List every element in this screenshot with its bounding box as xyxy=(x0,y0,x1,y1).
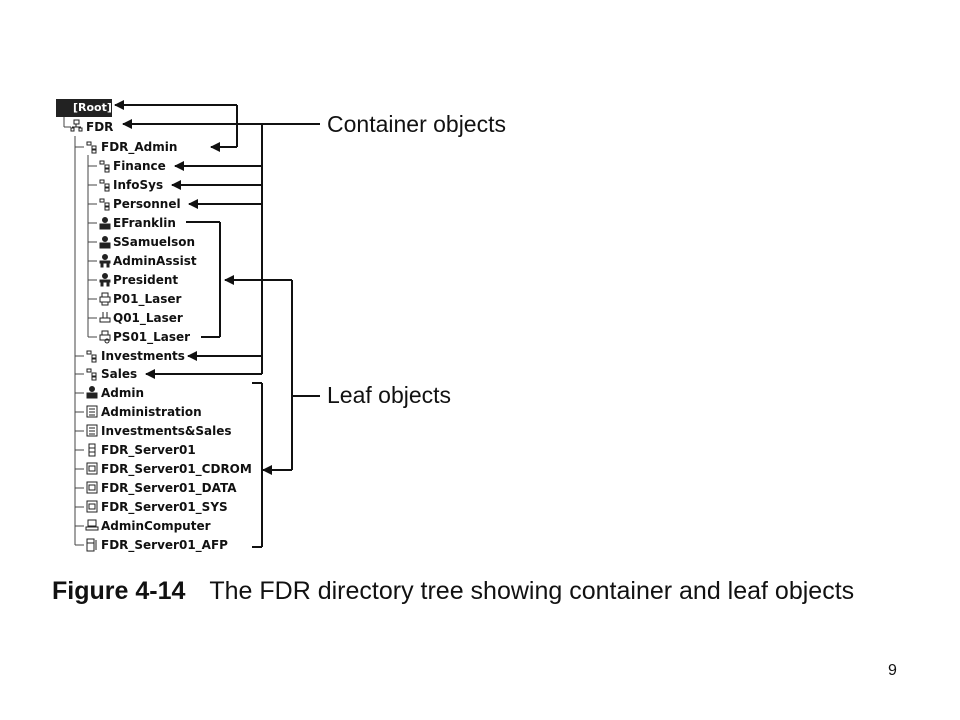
tree-item-fdr-admin: FDR_Admin xyxy=(101,140,178,154)
volume-icon xyxy=(86,481,98,494)
user-icon xyxy=(99,236,111,249)
tree-item-fdr-server01-data: FDR_Server01_DATA xyxy=(101,481,237,495)
tree-item-p01-laser: P01_Laser xyxy=(113,292,182,306)
figure-caption-text: The FDR directory tree showing container… xyxy=(209,577,855,605)
org-unit-icon xyxy=(86,350,97,363)
volume-icon xyxy=(86,500,98,513)
tree-item-finance: Finance xyxy=(113,159,166,173)
figure-caption: Figure 4-14 The FDR directory tree showin… xyxy=(52,577,854,606)
print-queue-icon xyxy=(99,312,111,323)
group-icon xyxy=(86,424,98,437)
tree-item-fdr: FDR xyxy=(86,120,114,134)
tree-item-fdr-server01-afp: FDR_Server01_AFP xyxy=(101,538,228,552)
tree-item-admin: Admin xyxy=(101,386,145,400)
user-icon xyxy=(99,217,111,230)
org-unit-icon xyxy=(99,160,110,173)
tree-root: [Root] xyxy=(56,99,112,117)
container-objects-label: Container objects xyxy=(327,111,506,137)
group-icon xyxy=(86,405,98,418)
page-number: 9 xyxy=(888,662,897,679)
computer-icon xyxy=(85,519,99,531)
tree-item-investments-sales: Investments&Sales xyxy=(101,424,232,438)
tree-item-investments: Investments xyxy=(101,349,185,363)
tree-item-fdr-server01-cdrom: FDR_Server01_CDROM xyxy=(101,462,252,476)
print-server-icon xyxy=(99,330,111,344)
tree-item-infosys: InfoSys xyxy=(113,178,164,192)
tree-item-president: President xyxy=(113,273,179,287)
afp-server-icon xyxy=(86,538,97,552)
tree-root-label: [Root] xyxy=(73,101,112,114)
leaf-objects-label: Leaf objects xyxy=(327,382,452,408)
org-unit-icon xyxy=(99,179,110,192)
tree-item-fdr-server01-sys: FDR_Server01_SYS xyxy=(101,500,228,514)
role-icon xyxy=(99,273,111,287)
user-icon xyxy=(86,386,98,399)
org-unit-icon xyxy=(99,198,110,211)
tree-item-administration: Administration xyxy=(101,405,202,419)
org-unit-icon xyxy=(86,368,97,381)
tree-item-sales: Sales xyxy=(101,367,138,381)
tree-item-personnel: Personnel xyxy=(113,197,181,211)
volume-icon xyxy=(86,462,98,475)
tree-item-admincomputer: AdminComputer xyxy=(101,519,211,533)
tree-item-efranklin: EFranklin xyxy=(113,216,176,230)
org-unit-icon xyxy=(86,141,97,154)
printer-icon xyxy=(99,292,111,306)
tree-item-ps01-laser: PS01_Laser xyxy=(113,330,191,344)
organization-icon xyxy=(70,119,83,132)
tree-item-fdr-server01: FDR_Server01 xyxy=(101,443,196,457)
tree-item-q01-laser: Q01_Laser xyxy=(113,311,183,325)
server-icon xyxy=(88,443,96,457)
figure-number: Figure 4-14 xyxy=(52,577,186,605)
tree-item-adminassist: AdminAssist xyxy=(113,254,197,268)
role-icon xyxy=(99,254,111,268)
tree-item-ssamuelson: SSamuelson xyxy=(113,235,196,249)
